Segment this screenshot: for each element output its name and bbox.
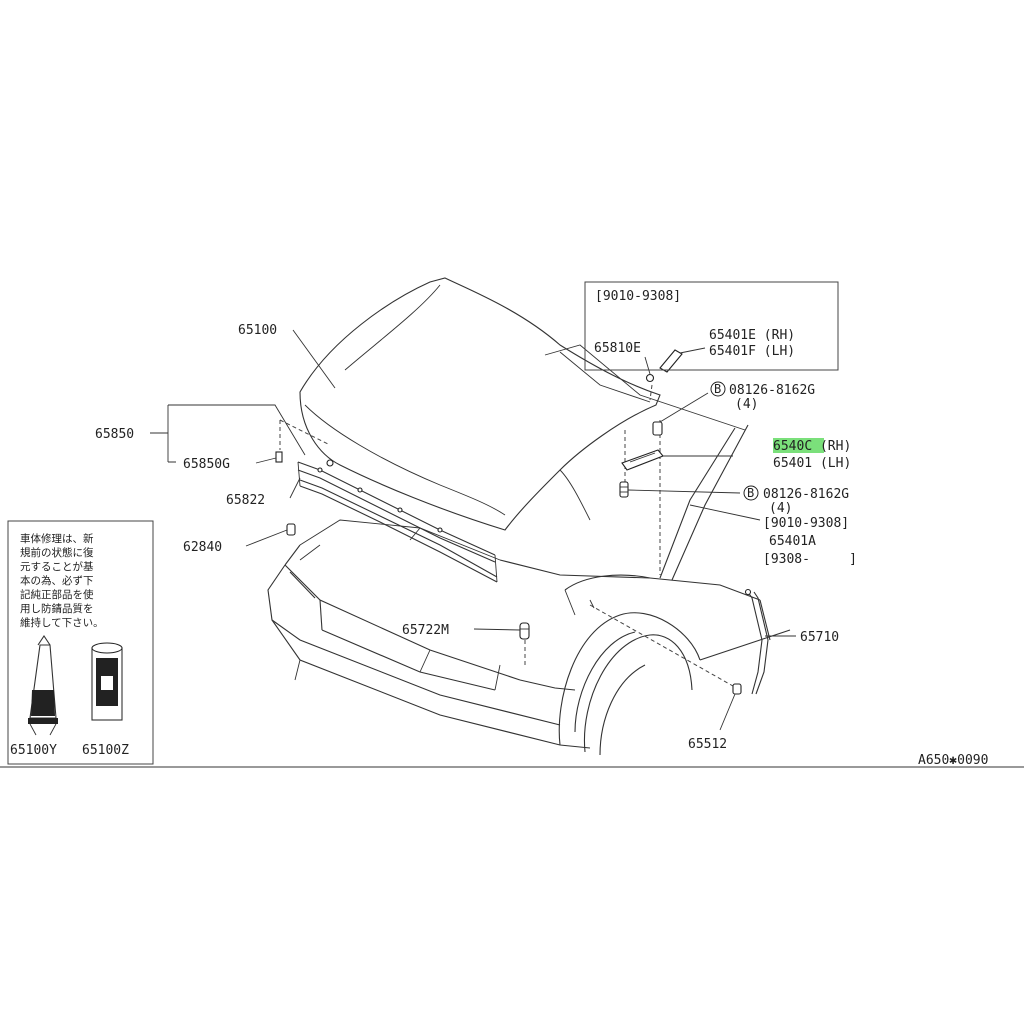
assembly-lines <box>279 384 741 691</box>
seal-strip <box>297 459 498 583</box>
label-bolt-top-qty: (4) <box>735 397 758 412</box>
label-grommet: 65512 <box>688 737 727 752</box>
label-bolt-bottom: 08126-8162G <box>763 487 849 502</box>
notice-box: 車体修理は、新 規前の状態に復 元することが基 本の為、必ず下 記純正部品を使 … <box>7 520 154 765</box>
footer-ref: A650✱0090 <box>918 753 988 768</box>
inset-period-label: [9010-9308] <box>595 289 681 304</box>
notice-line-4: 本の為、必ず下 <box>20 574 94 587</box>
label-hinge-lh: 65401 (LH) <box>773 456 851 471</box>
label-bolt-bottom-qty: (4) <box>769 501 792 516</box>
label-hinge-alt: 65401A <box>769 534 816 549</box>
svg-text:B: B <box>714 382 721 396</box>
label-hinge-rh-early: 65401E (RH) <box>709 328 795 343</box>
notice-line-1: 車体修理は、新 <box>20 532 94 545</box>
label-hood-insulator: 65850 <box>95 427 134 442</box>
notice-line-6: 用し防錆品質を <box>20 602 94 615</box>
small-parts <box>275 349 769 695</box>
leader-lines <box>150 329 796 731</box>
label-hinge-rh: 6540C (RH) <box>773 439 851 454</box>
bolt-marker-bottom: B <box>743 485 759 501</box>
label-period-c: [9308- ] <box>763 552 857 567</box>
label-cap: 65722M <box>402 623 449 638</box>
label-striker-clip: 65810E <box>594 341 641 356</box>
label-bumper-rubber: 62840 <box>183 540 222 555</box>
label-hinge-lh-early: 65401F (LH) <box>709 344 795 359</box>
car-body <box>267 344 791 756</box>
svg-text:B: B <box>747 486 754 500</box>
spray-can-icon <box>91 642 123 721</box>
notice-line-7: 維持して下さい。 <box>20 616 104 629</box>
label-period-b: [9010-9308] <box>763 516 849 531</box>
notice-right-part: 65100Z <box>82 743 129 758</box>
notice-line-2: 規前の状態に復 <box>20 546 94 559</box>
highlight-hinge-rh <box>773 438 824 453</box>
notice-left-part: 65100Y <box>10 743 57 758</box>
notice-line-3: 元することが基 <box>20 560 94 573</box>
label-insulator-clip: 65850G <box>183 457 230 472</box>
label-hood: 65100 <box>238 323 277 338</box>
hood-panel <box>299 277 661 531</box>
label-bolt-top: 08126-8162G <box>729 383 815 398</box>
notice-line-5: 記純正部品を使 <box>20 588 94 601</box>
sealant-tube-icon <box>28 635 58 736</box>
bolt-marker-top: B <box>710 381 726 397</box>
part-labels: 65100 65850 65850G 65822 62840 65722M 65… <box>95 323 988 768</box>
label-stay: 65710 <box>800 630 839 645</box>
label-seal: 65822 <box>226 493 265 508</box>
inset-box: [9010-9308] <box>584 281 839 371</box>
